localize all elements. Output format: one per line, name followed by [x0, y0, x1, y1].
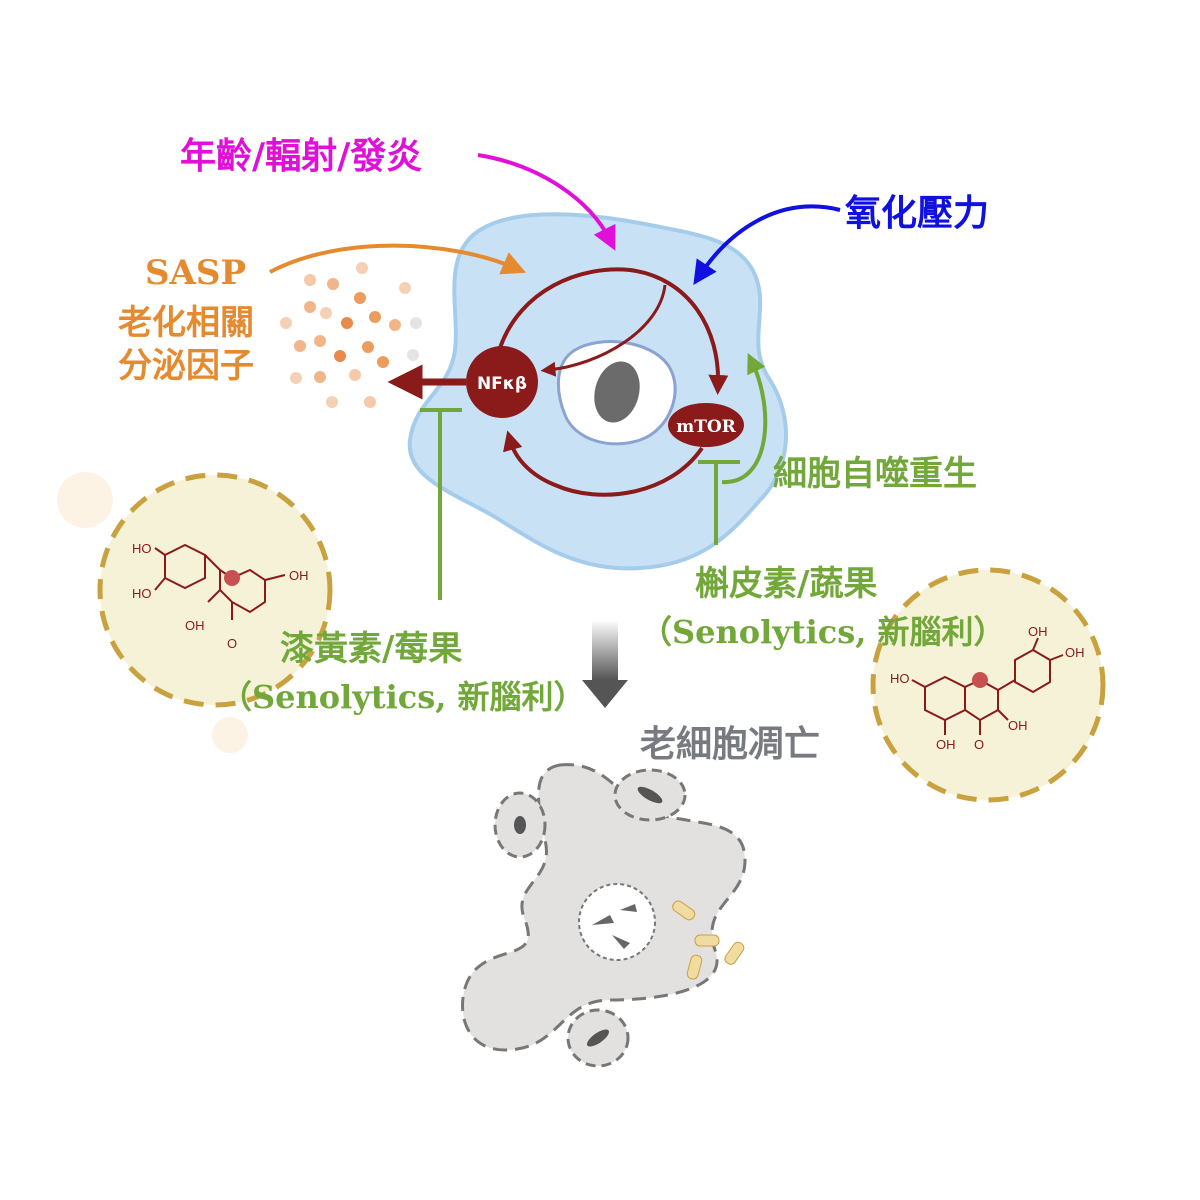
chem-label: OH	[289, 568, 309, 583]
chem-label: O	[974, 737, 984, 752]
chem-label: HO	[890, 671, 910, 686]
chem-label: HO	[132, 586, 152, 601]
fisetin-inhibition	[420, 408, 462, 600]
sasp-line1: 老化相關	[118, 303, 254, 343]
nucleolus	[594, 361, 640, 423]
chem-label: OH	[1008, 718, 1028, 733]
feedback-arrow	[540, 284, 667, 377]
apoptosis-arrow	[582, 620, 628, 708]
quercetin-inhibition	[698, 460, 740, 545]
stressors-label: 年齡/輻射/發炎	[180, 136, 422, 177]
autophagy-label: 細胞自噬重生	[773, 454, 977, 494]
oxidative-stress-label: 氧化壓力	[845, 193, 989, 234]
oxidative-stress-arrow	[693, 204, 841, 285]
decor-circle	[212, 717, 248, 753]
quercetin-note: （Senolytics, 新腦利）	[640, 613, 1006, 651]
nfkb-to-mtor-arrow	[498, 267, 729, 395]
mtor-to-nfkb-arrow	[503, 430, 704, 497]
fisetin-label: 漆黃素/莓果	[280, 629, 462, 669]
chem-label: O	[227, 636, 237, 651]
chem-label: OH	[936, 737, 956, 752]
quercetin-molecule: OH OH HO OH OH O	[870, 567, 1106, 803]
sasp-arrow	[269, 243, 527, 275]
chem-label: OH	[1065, 645, 1085, 660]
quercetin-label: 槲皮素/蔬果	[695, 564, 877, 604]
sasp-particles	[280, 262, 422, 408]
sasp-label: SASP	[145, 253, 246, 293]
apoptosis-label: 老細胞凋亡	[640, 724, 820, 765]
stressor-arrow	[477, 153, 616, 251]
fisetin-molecule: HO HO OH O OH	[97, 472, 333, 708]
mtor-node	[668, 403, 744, 447]
chem-label: HO	[132, 541, 152, 556]
apoptotic-cell	[461, 763, 747, 1068]
fisetin-note: （Senolytics, 新腦利）	[220, 678, 586, 716]
mtor-label: mTOR	[676, 417, 736, 437]
chem-label: OH	[185, 618, 205, 633]
autophagy-arrow	[721, 352, 768, 485]
decor-circle	[57, 472, 113, 528]
nfkb-label: NFκβ	[477, 374, 527, 394]
nfkb-node	[466, 346, 538, 418]
sasp-line2: 分泌因子	[118, 346, 254, 386]
chem-label: OH	[1028, 624, 1048, 639]
